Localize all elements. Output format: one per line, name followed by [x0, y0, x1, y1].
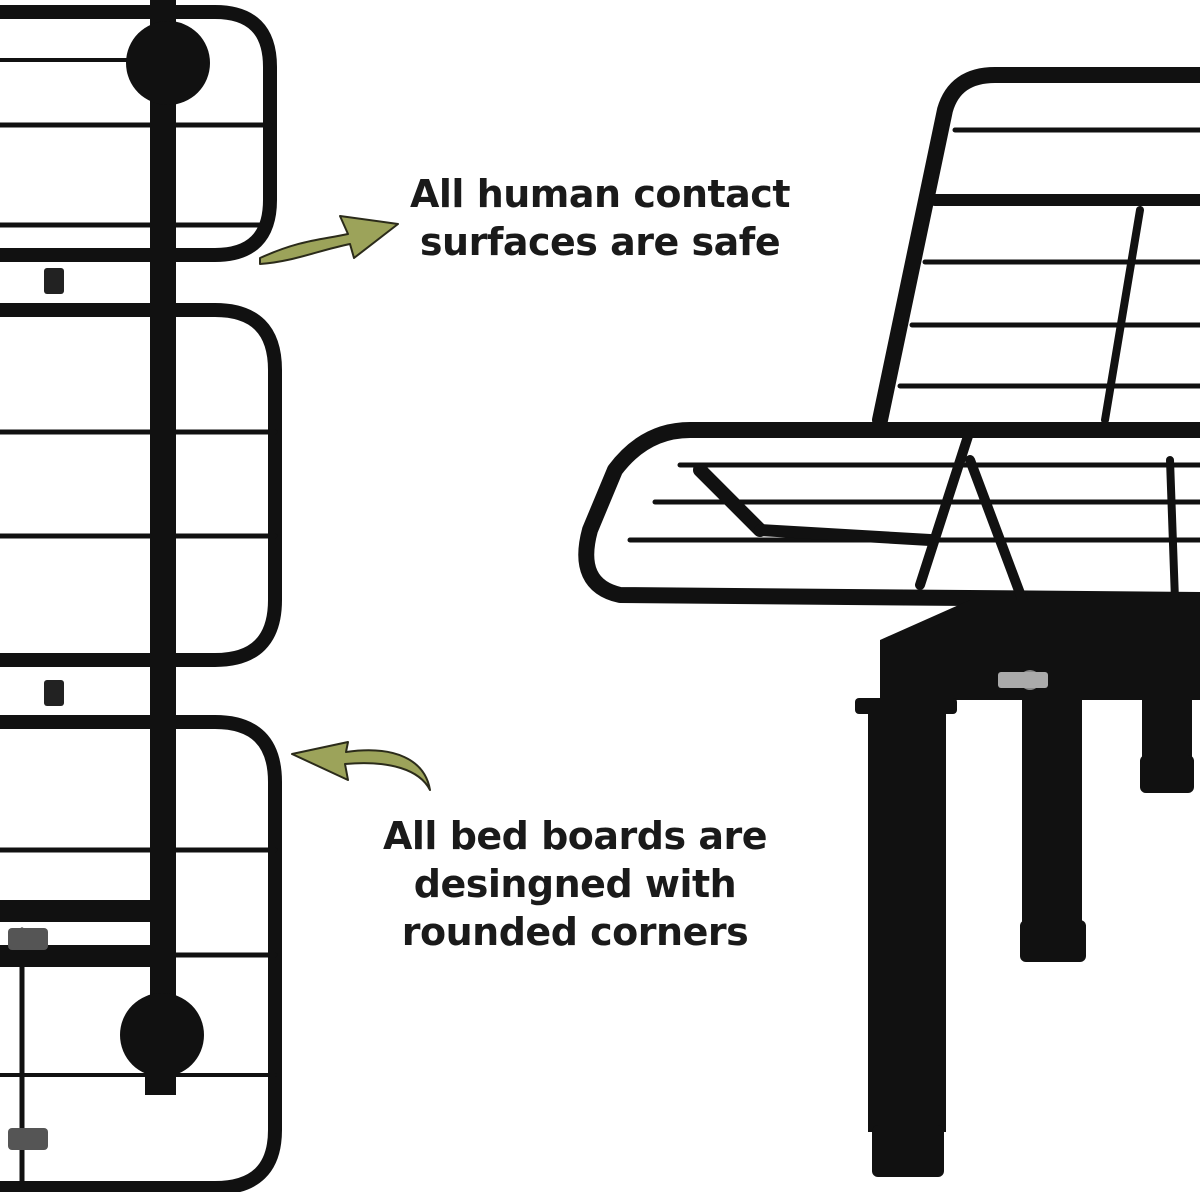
callout-top-line-2: surfaces are safe: [419, 220, 781, 264]
callout-top-line-1: All human contact: [410, 172, 791, 216]
callout-rounded-corners: All bed boards are desingned with rounde…: [380, 812, 770, 956]
left-bed-board-panels: [0, 0, 282, 1192]
motor-discs: [120, 21, 210, 1095]
callout-bottom-line-2: desingned with: [413, 862, 737, 906]
curved-arrow-left-icon: [291, 741, 431, 791]
curved-arrow-right-icon: [259, 215, 399, 265]
legs: [855, 600, 1200, 1177]
callout-bottom-line-1: All bed boards are: [383, 814, 768, 858]
right-bed-base: [578, 67, 1200, 625]
hinge-clips: [8, 268, 64, 1150]
callout-bottom-line-3: rounded corners: [401, 910, 749, 954]
callout-safe-surfaces: All human contact surfaces are safe: [400, 170, 800, 266]
